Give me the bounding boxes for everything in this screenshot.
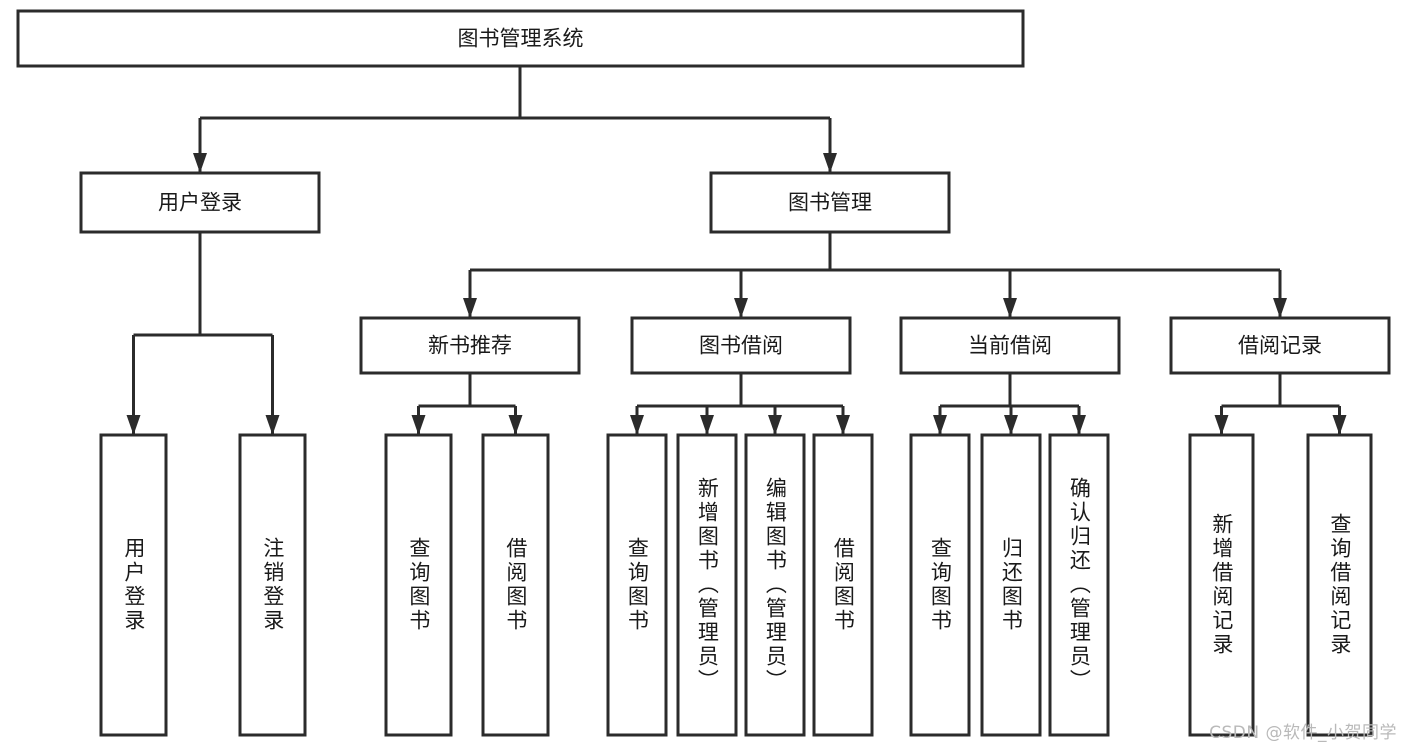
arrow-head-icon	[1003, 298, 1017, 318]
arrow-head-icon	[1072, 415, 1086, 435]
node-box-leaf-query-book-current[interactable]	[909, 433, 971, 737]
conn-book-borrow-to-leaves	[630, 373, 850, 435]
arrow-head-icon	[1004, 415, 1018, 435]
watermark-text: CSDN @软件_小贺同学	[1209, 723, 1397, 743]
node-label-l1-user-login: 用户登录	[158, 191, 242, 215]
node-label-l1-book-manage: 图书管理	[788, 191, 872, 215]
arrow-head-icon	[1214, 415, 1229, 435]
node-label-l2-book-borrow: 图书借阅	[699, 334, 783, 358]
arrow-head-icon	[933, 415, 947, 435]
arrow-head-icon	[508, 415, 523, 435]
node-box-leaf-user-login[interactable]	[99, 433, 168, 737]
arrow-head-icon	[126, 415, 141, 435]
arrow-head-icon	[193, 153, 207, 173]
node-box-l2-book-borrow[interactable]	[630, 316, 852, 375]
node-box-layer	[16, 9, 1391, 737]
conn-user-login-to-leaves	[126, 232, 280, 435]
node-box-l1-book-manage[interactable]	[709, 171, 951, 234]
arrow-head-icon	[700, 415, 714, 435]
node-box-leaf-query-book-borrow[interactable]	[606, 433, 668, 737]
node-box-leaf-add-book-admin[interactable]	[676, 433, 738, 737]
conn-new-book-rec-to-leaves	[411, 373, 523, 435]
node-box-leaf-return-book[interactable]	[980, 433, 1042, 737]
node-box-l2-borrow-record[interactable]	[1169, 316, 1391, 375]
node-label-l2-new-book-rec: 新书推荐	[428, 334, 512, 358]
node-box-root[interactable]	[16, 9, 1025, 68]
arrow-head-icon	[265, 415, 280, 435]
node-box-leaf-add-borrow-record[interactable]	[1188, 433, 1255, 737]
conn-current-borrow-to-leaves	[933, 373, 1086, 435]
conn-root-to-level1	[193, 66, 837, 173]
arrow-head-icon	[823, 153, 837, 173]
node-box-leaf-confirm-return-admin[interactable]	[1048, 433, 1110, 737]
node-box-l2-new-book-rec[interactable]	[359, 316, 581, 375]
arrow-head-icon	[836, 415, 850, 435]
arrow-head-icon	[411, 415, 426, 435]
node-box-leaf-user-logout[interactable]	[238, 433, 307, 737]
arrow-head-icon	[734, 298, 748, 318]
node-box-l1-user-login[interactable]	[79, 171, 321, 234]
node-box-leaf-query-borrow-record[interactable]	[1306, 433, 1373, 737]
conn-book-manage-to-level2	[463, 232, 1287, 318]
connector-layer	[126, 66, 1347, 435]
node-box-leaf-query-book-rec[interactable]	[384, 433, 453, 737]
arrow-head-icon	[463, 298, 477, 318]
conn-borrow-record-to-leaves	[1214, 373, 1347, 435]
node-box-l2-current-borrow[interactable]	[899, 316, 1121, 375]
node-label-l2-current-borrow: 当前借阅	[968, 334, 1052, 358]
node-label-root: 图书管理系统	[458, 27, 584, 51]
arrow-head-icon	[1332, 415, 1347, 435]
node-box-leaf-edit-book-admin[interactable]	[744, 433, 806, 737]
arrow-head-icon	[1273, 298, 1287, 318]
node-box-leaf-borrow-book[interactable]	[812, 433, 874, 737]
node-box-leaf-borrow-book-rec[interactable]	[481, 433, 550, 737]
arrow-head-icon	[630, 415, 644, 435]
arrow-head-icon	[768, 415, 782, 435]
node-label-l2-borrow-record: 借阅记录	[1238, 334, 1322, 358]
